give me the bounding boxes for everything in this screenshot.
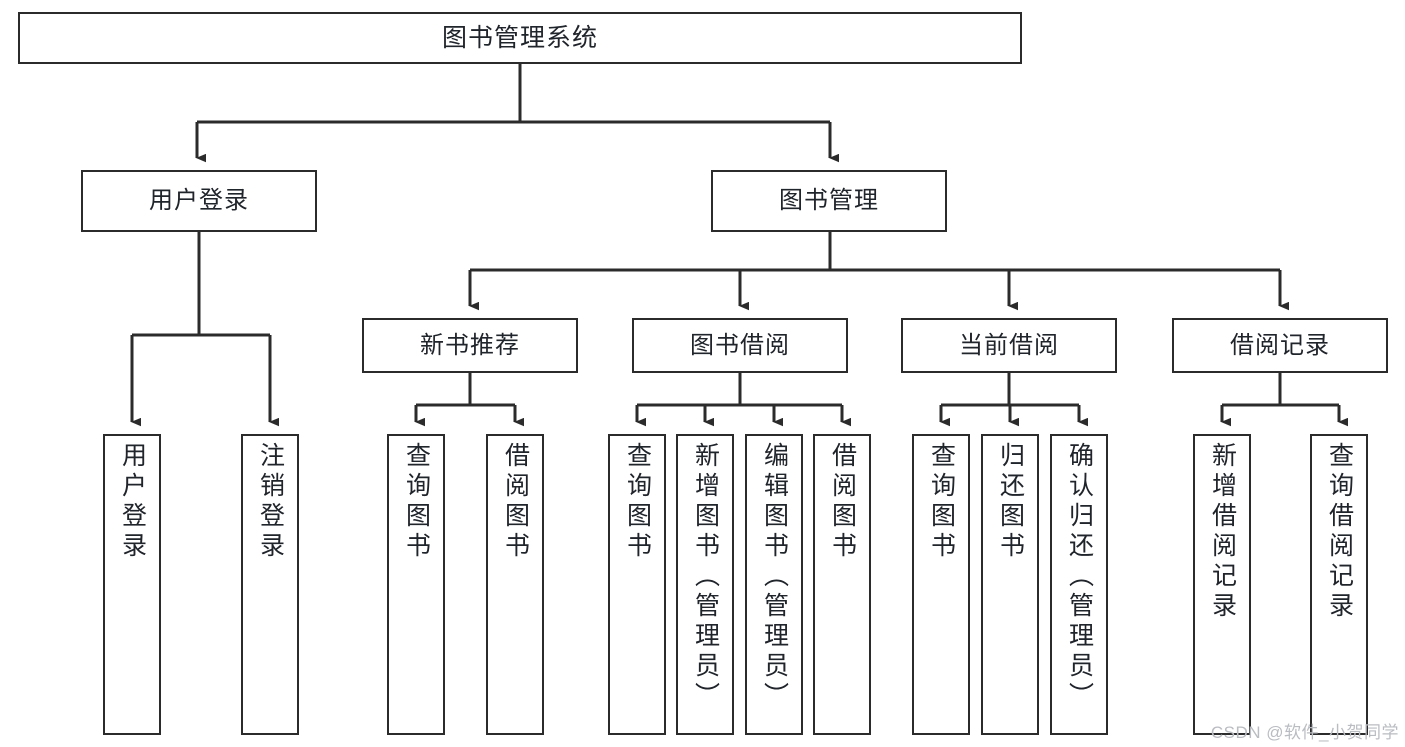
node-leaf-add-borrow-record[interactable]: 新增借阅记录 (1193, 434, 1251, 735)
node-label: 编辑图书（管理员） (760, 442, 789, 712)
node-user-login[interactable]: 用户登录 (81, 170, 317, 232)
node-leaf-query-book-current[interactable]: 查询图书 (912, 434, 970, 735)
node-label: 查询图书 (927, 442, 956, 562)
node-leaf-confirm-return-admin[interactable]: 确认归还（管理员） (1050, 434, 1108, 735)
node-leaf-query-book-borrow[interactable]: 查询图书 (608, 434, 666, 735)
node-label: 新书推荐 (420, 331, 520, 359)
node-label: 图书管理 (779, 187, 879, 215)
node-label: 用户登录 (118, 442, 147, 562)
node-label: 查询借阅记录 (1325, 442, 1354, 622)
node-leaf-add-book-admin[interactable]: 新增图书（管理员） (676, 434, 734, 735)
node-label: 查询图书 (402, 442, 431, 562)
node-label: 图书借阅 (690, 331, 790, 359)
node-new-book-recommend[interactable]: 新书推荐 (362, 318, 578, 373)
node-book-management[interactable]: 图书管理 (711, 170, 947, 232)
node-label: 借阅图书 (501, 442, 530, 562)
node-label: 确认归还（管理员） (1065, 442, 1094, 712)
node-label: 用户登录 (149, 187, 249, 215)
node-borrow-record[interactable]: 借阅记录 (1172, 318, 1388, 373)
node-leaf-user-login[interactable]: 用户登录 (103, 434, 161, 735)
node-root-system[interactable]: 图书管理系统 (18, 12, 1022, 64)
node-label: 查询图书 (623, 442, 652, 562)
node-label: 当前借阅 (959, 331, 1059, 359)
node-leaf-logout-login[interactable]: 注销登录 (241, 434, 299, 735)
node-leaf-query-book-recommend[interactable]: 查询图书 (387, 434, 445, 735)
node-leaf-return-book[interactable]: 归还图书 (981, 434, 1039, 735)
node-leaf-borrow-book-recommend[interactable]: 借阅图书 (486, 434, 544, 735)
node-label: 新增借阅记录 (1208, 442, 1237, 622)
node-leaf-borrow-book[interactable]: 借阅图书 (813, 434, 871, 735)
node-label: 借阅图书 (828, 442, 857, 562)
node-label: 图书管理系统 (441, 23, 598, 52)
node-label: 归还图书 (996, 442, 1025, 562)
node-book-borrow[interactable]: 图书借阅 (632, 318, 848, 373)
node-leaf-edit-book-admin[interactable]: 编辑图书（管理员） (745, 434, 803, 735)
node-leaf-query-borrow-record[interactable]: 查询借阅记录 (1310, 434, 1368, 735)
csdn-watermark: CSDN @软件_小贺同学 (1210, 723, 1399, 742)
node-label: 新增图书（管理员） (691, 442, 720, 712)
node-label: 注销登录 (256, 442, 285, 562)
node-label: 借阅记录 (1230, 331, 1330, 359)
node-current-borrow[interactable]: 当前借阅 (901, 318, 1117, 373)
